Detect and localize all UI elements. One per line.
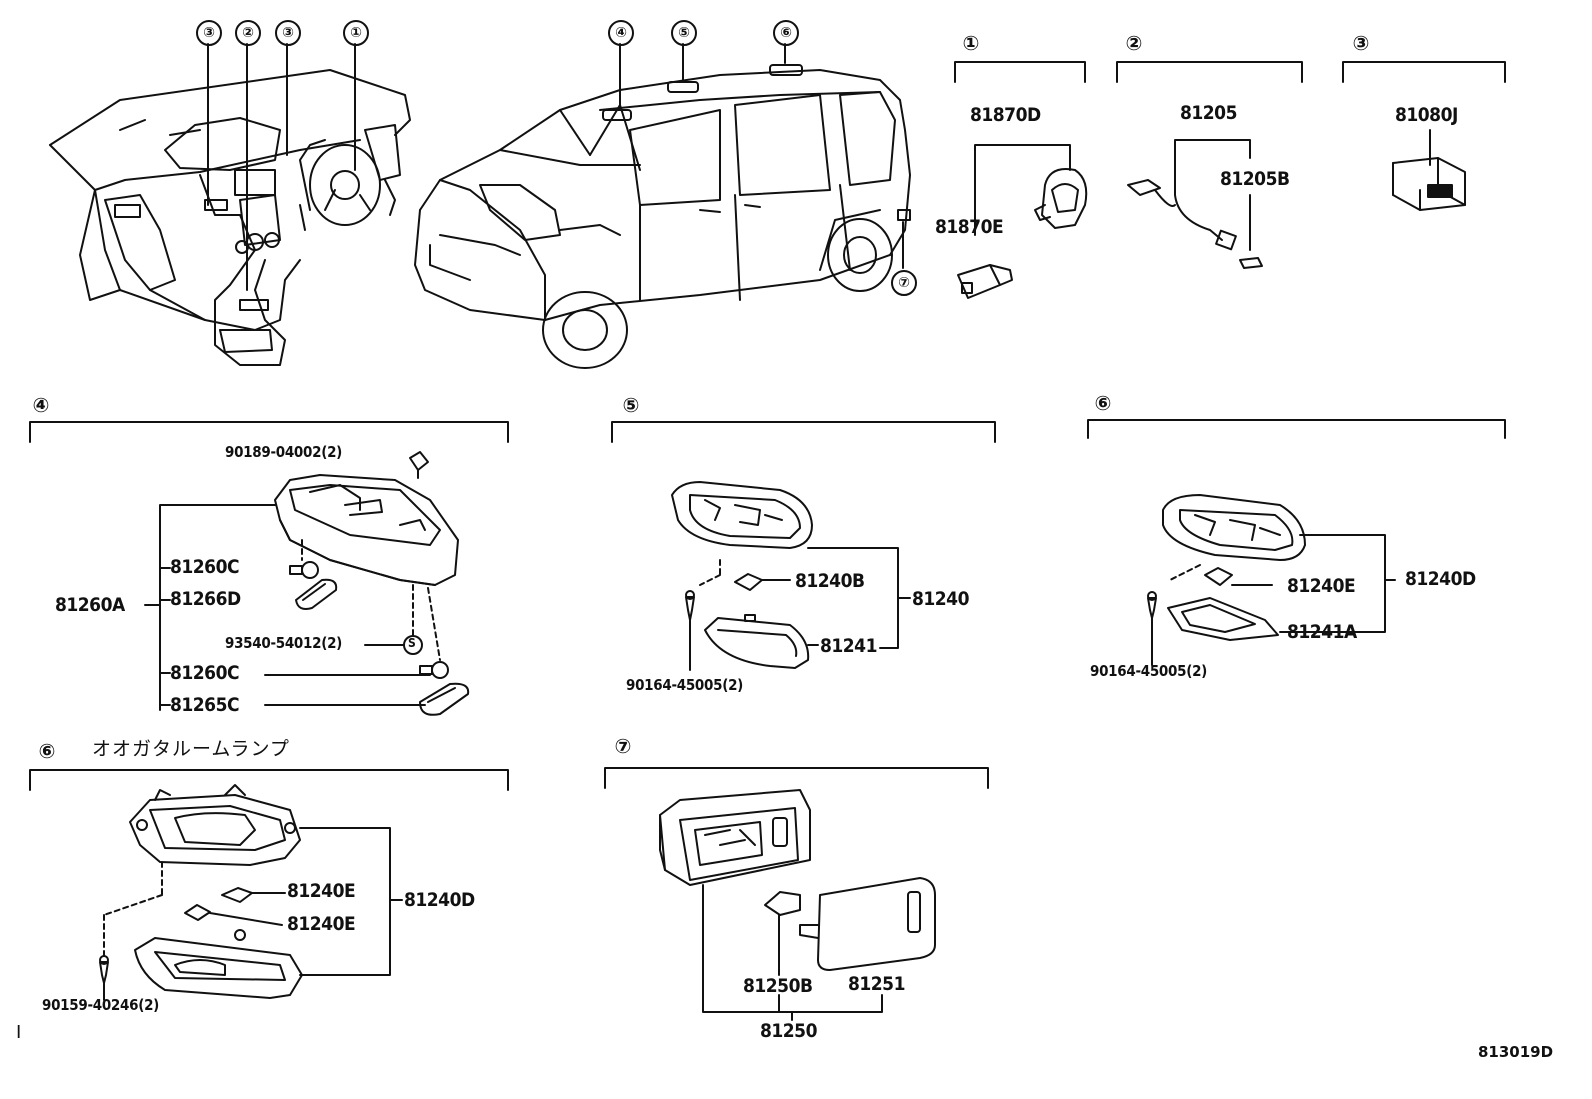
ref-7-marker: ⑦	[891, 270, 917, 296]
section-1-bracket	[954, 61, 1086, 83]
section-6a-bracket	[1087, 419, 1506, 439]
section-4-bracket	[29, 421, 509, 443]
part-label-81265c[interactable]: 81265C	[170, 694, 240, 716]
ref-3-marker: ③	[275, 20, 301, 46]
section-7-parts	[659, 789, 936, 971]
part-label-90164-45005-s6[interactable]: 90164-45005(2)	[1090, 662, 1208, 680]
part-label-93540-54012[interactable]: 93540-54012(2)	[225, 634, 343, 652]
part-label-81240d-s6b[interactable]: 81240D	[404, 889, 475, 911]
part-label-81250[interactable]: 81250	[760, 1020, 817, 1042]
section-6b-parts	[99, 784, 303, 1001]
ref-6-marker: ⑥	[773, 20, 799, 46]
part-label-81260c-lower[interactable]: 81260C	[170, 662, 240, 684]
part-label-81251[interactable]: 81251	[848, 973, 905, 995]
section-7-bracket	[604, 767, 989, 789]
part-label-81205[interactable]: 81205	[1180, 102, 1237, 124]
section-2-heading: ②	[1125, 31, 1143, 55]
part-label-81240d-s6a[interactable]: 81240D	[1405, 568, 1476, 590]
part-label-90189-04002[interactable]: 90189-04002(2)	[225, 443, 343, 461]
part-label-81240[interactable]: 81240	[912, 588, 969, 610]
part-label-81250b[interactable]: 81250B	[743, 975, 813, 997]
part-81080j	[1392, 157, 1466, 211]
part-label-81205b[interactable]: 81205B	[1220, 168, 1290, 190]
section-4-heading: ④	[32, 393, 50, 417]
section-4-parts	[274, 451, 470, 716]
part-label-81240e-s6a[interactable]: 81240E	[1287, 575, 1356, 597]
diagram-id: 813019D	[1478, 1043, 1554, 1061]
footer-mark: I	[16, 1022, 22, 1043]
section-7-heading: ⑦	[614, 734, 632, 758]
part-label-81241[interactable]: 81241	[820, 635, 877, 657]
part-label-81266d[interactable]: 81266D	[170, 588, 241, 610]
part-label-81260a[interactable]: 81260A	[55, 594, 125, 616]
section-6a-parts	[1147, 494, 1306, 666]
ref-5-marker: ⑤	[671, 20, 697, 46]
socket-s-mark: S	[408, 636, 416, 650]
part-label-81241a[interactable]: 81241A	[1287, 621, 1357, 643]
section-3-heading: ③	[1352, 31, 1370, 55]
dashboard-illustration	[49, 69, 411, 366]
van-illustration	[414, 64, 911, 369]
section-5-parts	[671, 481, 813, 671]
part-label-81240e-a[interactable]: 81240E	[287, 880, 356, 902]
part-label-81260c-upper[interactable]: 81260C	[170, 556, 240, 578]
part-label-81870d[interactable]: 81870D	[970, 104, 1041, 126]
harness-81205	[1127, 179, 1263, 269]
ref-2-marker: ②	[235, 20, 261, 46]
part-label-81080j[interactable]: 81080J	[1395, 104, 1458, 126]
section-6b-heading: ⑥	[38, 739, 56, 763]
section-1-heading: ①	[962, 31, 980, 55]
section-3-bracket	[1342, 61, 1506, 83]
switch-81870e	[957, 264, 1013, 299]
section-6a-heading: ⑥	[1094, 391, 1112, 415]
section-6b-bracket	[29, 769, 509, 791]
ref-3-marker: ③	[196, 20, 222, 46]
part-label-81870e[interactable]: 81870E	[935, 216, 1004, 238]
section-2-bracket	[1116, 61, 1303, 83]
part-label-90164-45005-s5[interactable]: 90164-45005(2)	[626, 676, 744, 694]
section-5-bracket	[611, 421, 996, 443]
ref-1-marker: ①	[343, 20, 369, 46]
section-6b-title: オオガタルームランプ	[92, 738, 290, 760]
bracket-81870d	[1034, 168, 1088, 229]
ref-4-marker: ④	[608, 20, 634, 46]
part-label-81240e-b[interactable]: 81240E	[287, 913, 356, 935]
section-5-heading: ⑤	[622, 393, 640, 417]
part-label-90159-40246[interactable]: 90159-40246(2)	[42, 996, 160, 1014]
part-label-81240b[interactable]: 81240B	[795, 570, 865, 592]
